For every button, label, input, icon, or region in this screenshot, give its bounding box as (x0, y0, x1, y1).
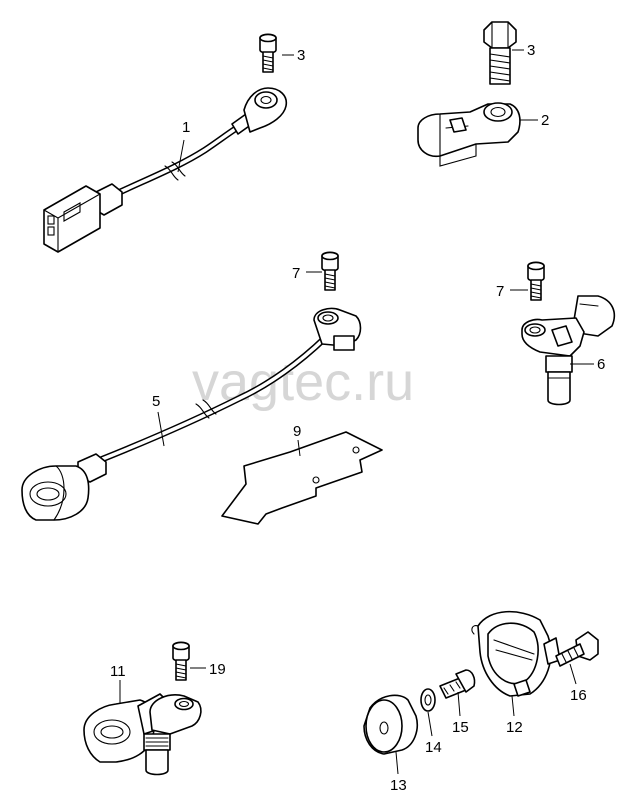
rubber-bushing[interactable] (363, 694, 418, 755)
bolt-hall-sensor[interactable] (527, 261, 545, 301)
bracket-clamp[interactable] (471, 610, 561, 697)
gasket[interactable] (221, 431, 383, 525)
bolt-speed-sensor[interactable] (321, 251, 339, 291)
bolt-bracket[interactable] (439, 669, 476, 699)
callout-7-left: 7 (292, 265, 300, 282)
knock-sensor-with-cable[interactable] (43, 87, 288, 253)
callout-16: 16 (570, 687, 587, 704)
callout-3-top: 3 (297, 47, 305, 64)
callout-14: 14 (425, 739, 442, 756)
leader-lines (119, 49, 594, 775)
hex-bolt-right[interactable] (483, 21, 517, 85)
callout-2: 2 (541, 112, 549, 129)
callout-13: 13 (390, 777, 407, 794)
callout-7-right: 7 (496, 283, 504, 300)
callout-9: 9 (293, 423, 301, 440)
callout-11: 11 (110, 663, 126, 680)
knock-sensor[interactable] (417, 102, 521, 167)
callout-1: 1 (182, 119, 190, 136)
washer[interactable] (420, 688, 436, 712)
hall-sensor[interactable] (521, 295, 616, 406)
callout-19: 19 (209, 661, 226, 678)
callout-3-right: 3 (527, 42, 535, 59)
hex-bolt-bracket[interactable] (555, 631, 599, 667)
speed-sensor-with-cable[interactable] (21, 307, 362, 521)
callout-15: 15 (452, 719, 469, 736)
bolt-small-top[interactable] (259, 33, 277, 73)
bolt-camshaft-sensor[interactable] (172, 641, 190, 681)
callout-5: 5 (152, 393, 160, 410)
callout-6: 6 (597, 356, 605, 373)
camshaft-sensor[interactable] (83, 693, 202, 776)
callout-12: 12 (506, 719, 523, 736)
